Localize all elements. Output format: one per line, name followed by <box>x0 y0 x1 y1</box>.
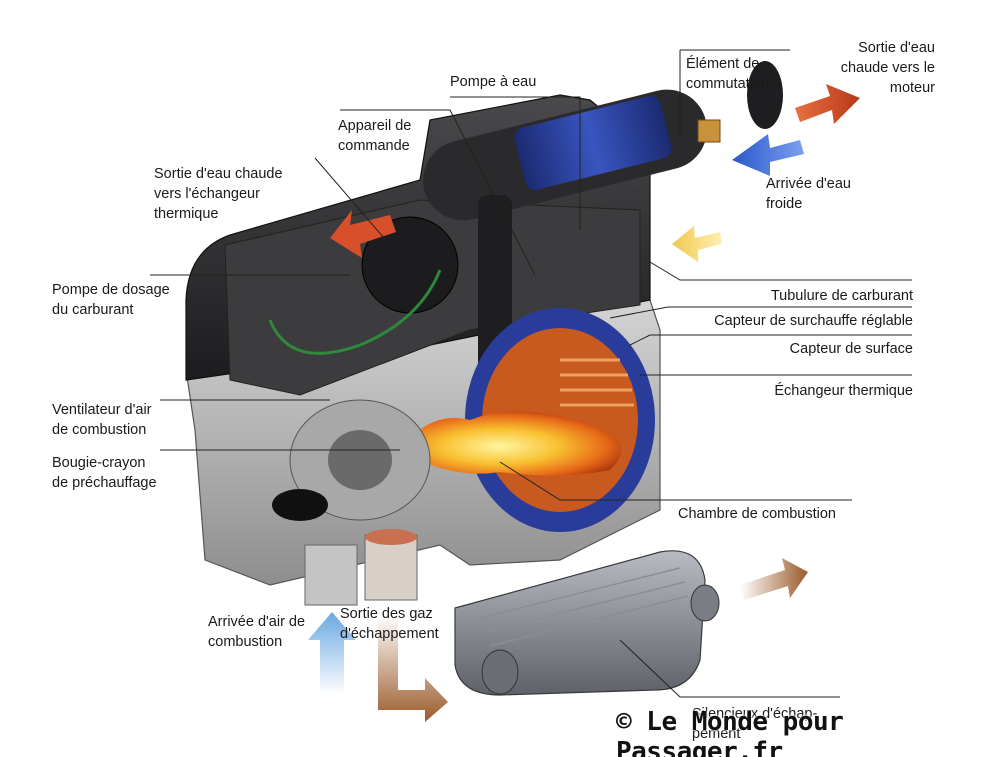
switching-element <box>697 119 721 143</box>
heater-housing <box>185 61 783 606</box>
label-bougie: Bougie-crayon de préchauffage <box>52 455 157 491</box>
label-tubulure: Tubulure de carburant <box>770 288 913 304</box>
leader-lines <box>150 49 912 698</box>
fuel-in-arrow <box>672 226 722 262</box>
air-intake-cylinder <box>272 489 328 521</box>
label-pompe-dosage: Pompe de dosage du carburant <box>52 282 170 318</box>
label-arrivee-air: Arrivée d'air de combustion <box>208 614 306 650</box>
label-element-commutation: Élément de commutation <box>686 56 770 92</box>
air-in-arrow <box>308 612 356 695</box>
hot-water-out-arrow <box>795 84 860 124</box>
exchanger-fins <box>560 358 634 407</box>
label-sortie-eau-moteur: Sortie d'eau chaude vers le moteur <box>840 40 935 96</box>
air-intake-pipe <box>304 544 358 606</box>
exhaust-pipe <box>364 534 418 601</box>
label-sortie-eau-echangeur: Sortie d'eau chaude vers l'échangeur the… <box>154 166 283 222</box>
muffler-exhaust-arrow <box>740 558 808 600</box>
watermark: © Le Monde pour Passager.fr <box>616 707 844 757</box>
label-chambre: Chambre de combustion <box>678 506 836 522</box>
label-appareil-commande: Appareil de commande <box>338 118 412 154</box>
water-pump-tube <box>423 61 783 221</box>
muffler <box>454 550 720 696</box>
label-capteur-surface: Capteur de surface <box>789 341 913 357</box>
hot-water-exchanger-arrow <box>330 210 396 258</box>
label-sortie-gaz: Sortie des gaz d'échappement <box>340 606 439 642</box>
label-ventilateur: Ventilateur d'air de combustion <box>52 402 152 438</box>
fan-core <box>328 430 392 490</box>
exhaust-out-arrow <box>378 615 448 722</box>
label-echangeur: Échangeur thermique <box>774 383 913 399</box>
green-wiring <box>268 269 442 355</box>
label-silencieux: Silencieux d'échap- pement <box>692 706 818 742</box>
label-pompe-eau: Pompe à eau <box>450 74 537 90</box>
label-arrivee-eau-froide: Arrivée d'eau froide <box>766 176 851 212</box>
exhaust-pipe-mouth <box>365 529 417 545</box>
label-capteur-surchauffe: Capteur de surchauffe réglable <box>714 313 913 329</box>
cold-water-in-arrow <box>732 134 804 176</box>
flame <box>400 411 622 476</box>
